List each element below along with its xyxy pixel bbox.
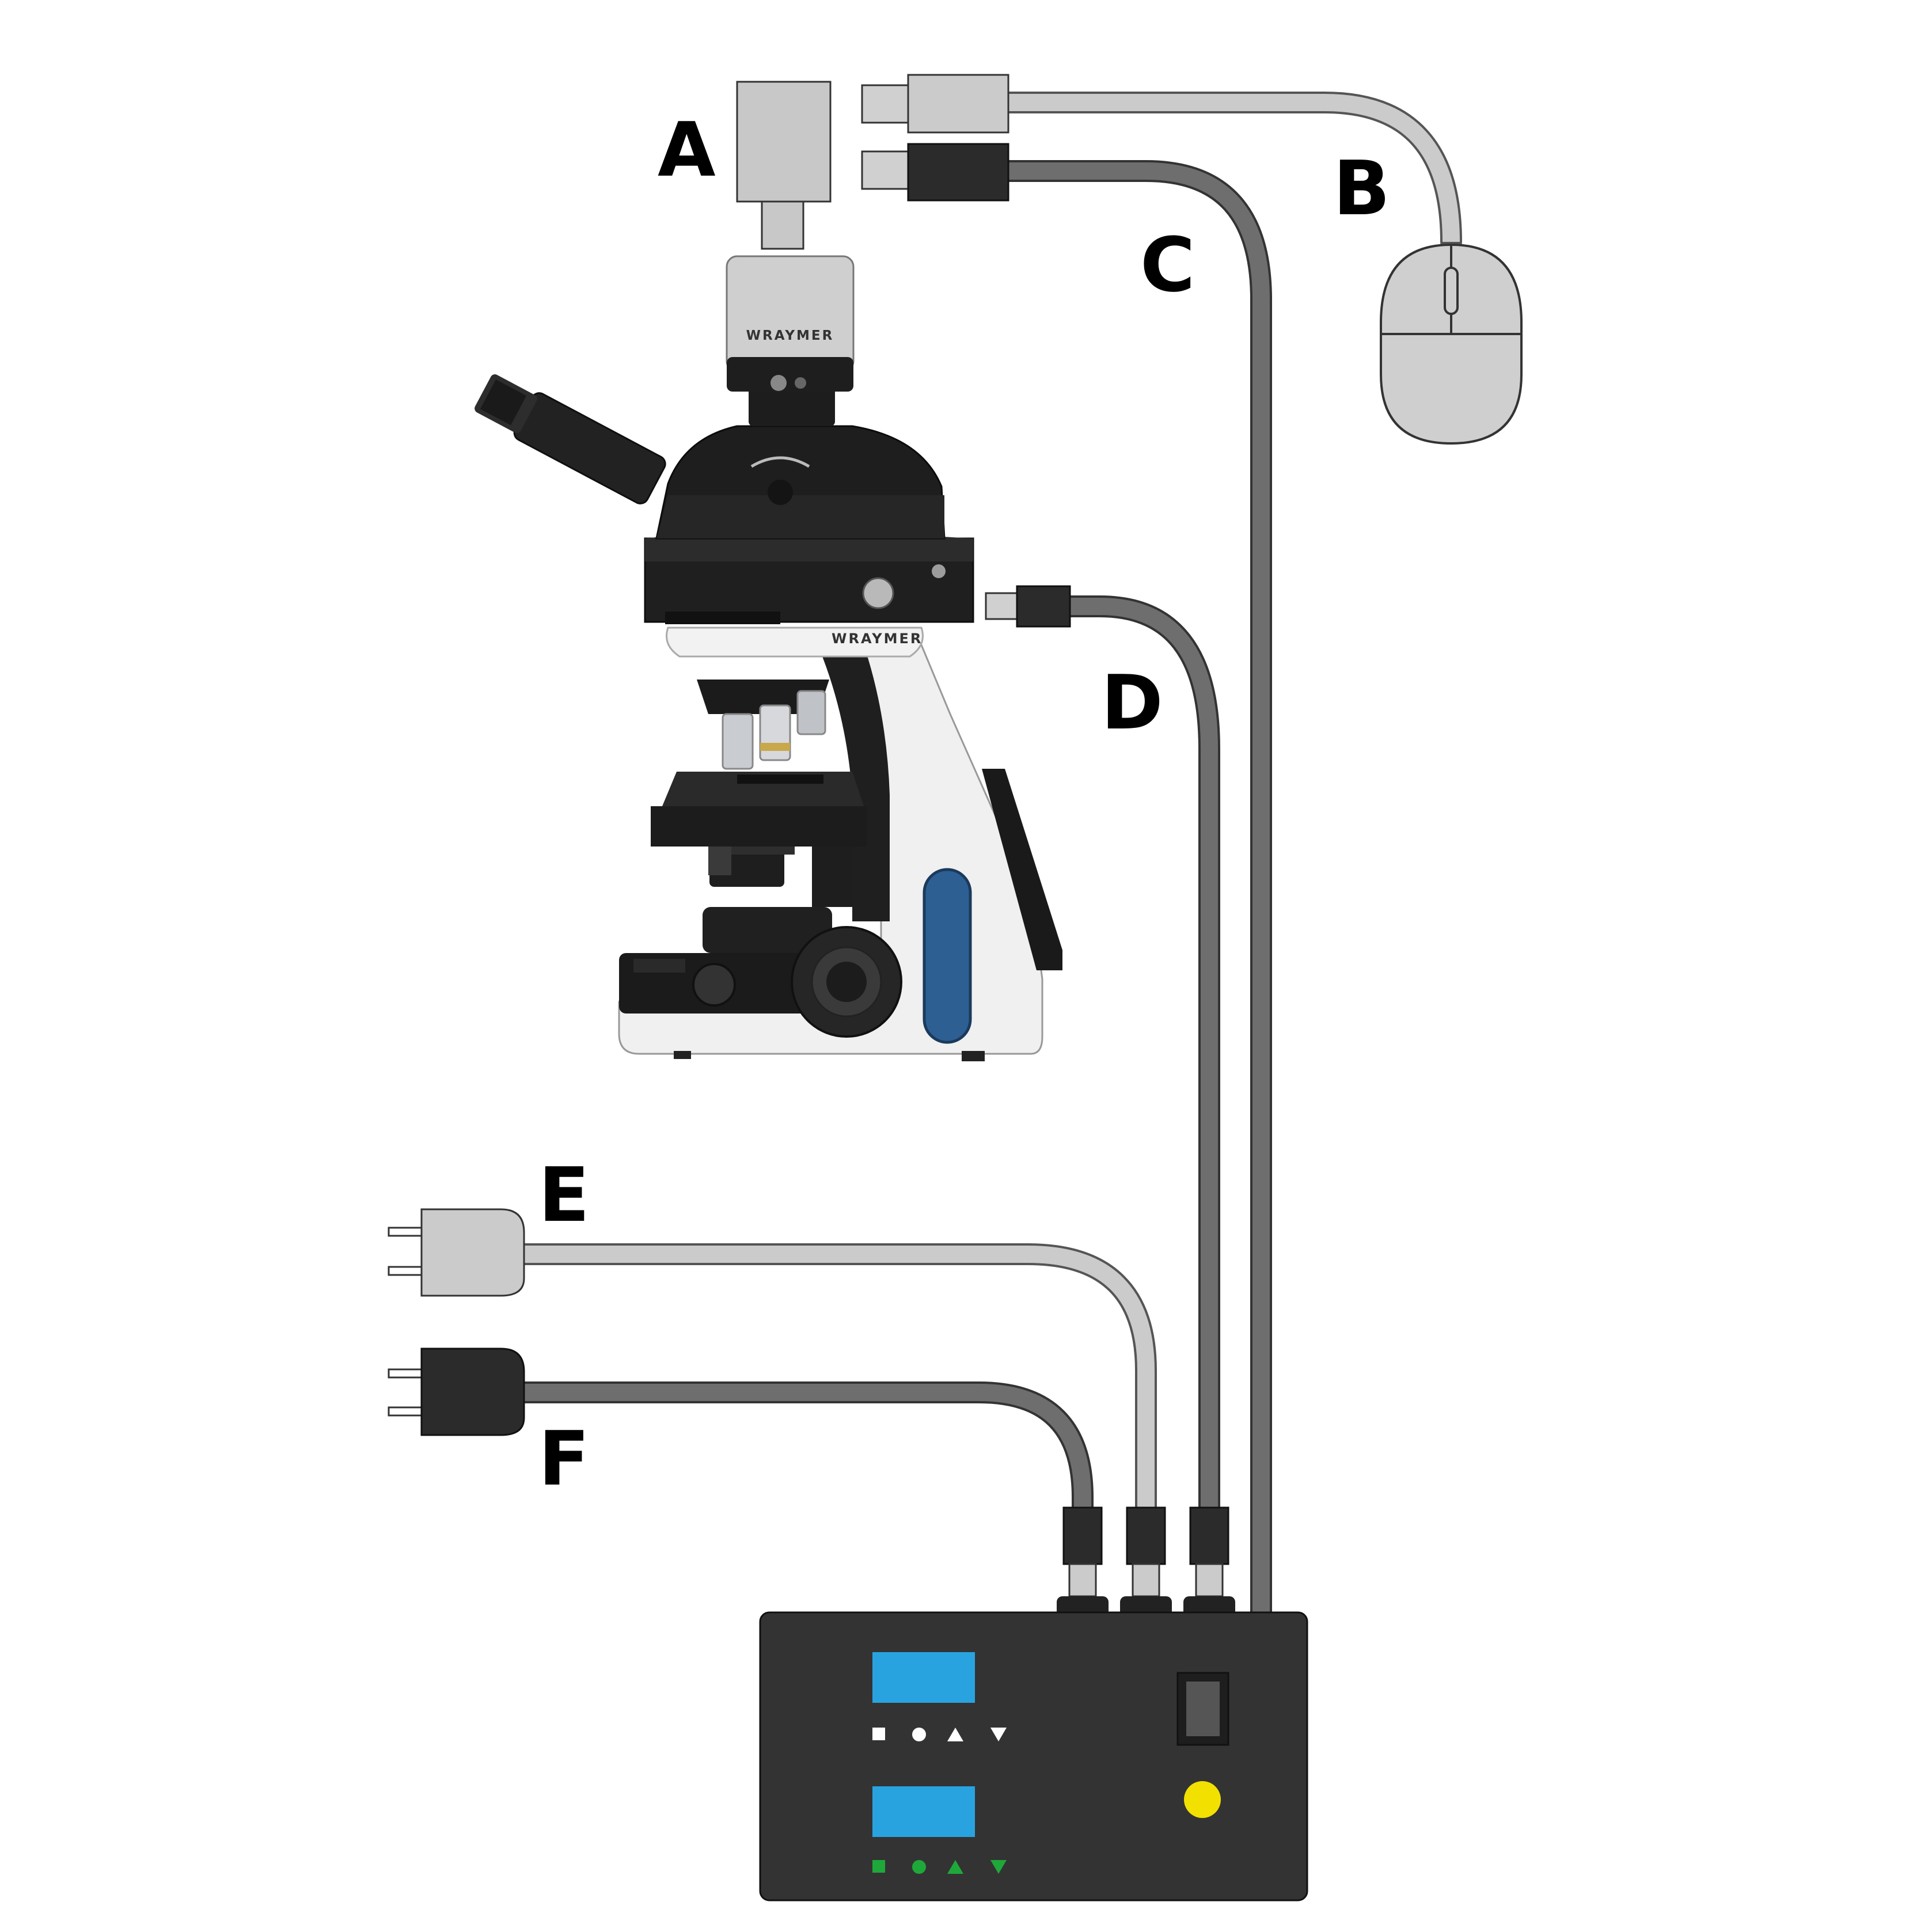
label-c: C <box>1140 221 1195 309</box>
microscope: WRAYMER <box>475 363 1062 1061</box>
usb-connector-d <box>985 585 1071 628</box>
controller-unit <box>759 1611 1308 1901</box>
triangle-down-icon[interactable] <box>990 1728 1007 1741</box>
controller-connector-2 <box>1120 1506 1172 1617</box>
microscope-camera: WRAYMER <box>726 255 855 392</box>
microscope-blue-panel <box>923 868 972 1044</box>
label-e: E <box>538 1151 590 1239</box>
circle-icon[interactable] <box>912 1860 926 1874</box>
triangle-up-icon[interactable] <box>947 1860 963 1874</box>
microscope-brand: WRAYMER <box>832 631 923 647</box>
square-icon[interactable] <box>872 1860 885 1873</box>
controller-connector-1 <box>1057 1506 1109 1617</box>
triangle-down-icon[interactable] <box>990 1860 1007 1874</box>
controller-connector-3 <box>1183 1506 1235 1617</box>
display-1 <box>872 1652 975 1703</box>
label-f: F <box>538 1415 590 1502</box>
usb-connector-c <box>861 143 1009 202</box>
square-icon[interactable] <box>872 1728 885 1740</box>
power-plug-f <box>388 1348 525 1436</box>
label-a: A <box>658 106 716 193</box>
triangle-up-icon[interactable] <box>947 1728 963 1741</box>
circle-icon[interactable] <box>912 1728 926 1741</box>
cable-f <box>521 1381 1094 1509</box>
label-b: B <box>1333 145 1390 232</box>
rocker-switch-icon[interactable] <box>1176 1672 1229 1746</box>
display-2 <box>872 1786 975 1837</box>
power-plug-e <box>388 1208 525 1297</box>
mouse-icon <box>1380 243 1523 445</box>
ac-adapter-icon <box>736 81 832 250</box>
label-d: D <box>1101 659 1163 746</box>
indicator-light-icon <box>1184 1781 1221 1818</box>
usb-connector-b <box>861 74 1009 134</box>
camera-brand: WRAYMER <box>746 328 834 343</box>
